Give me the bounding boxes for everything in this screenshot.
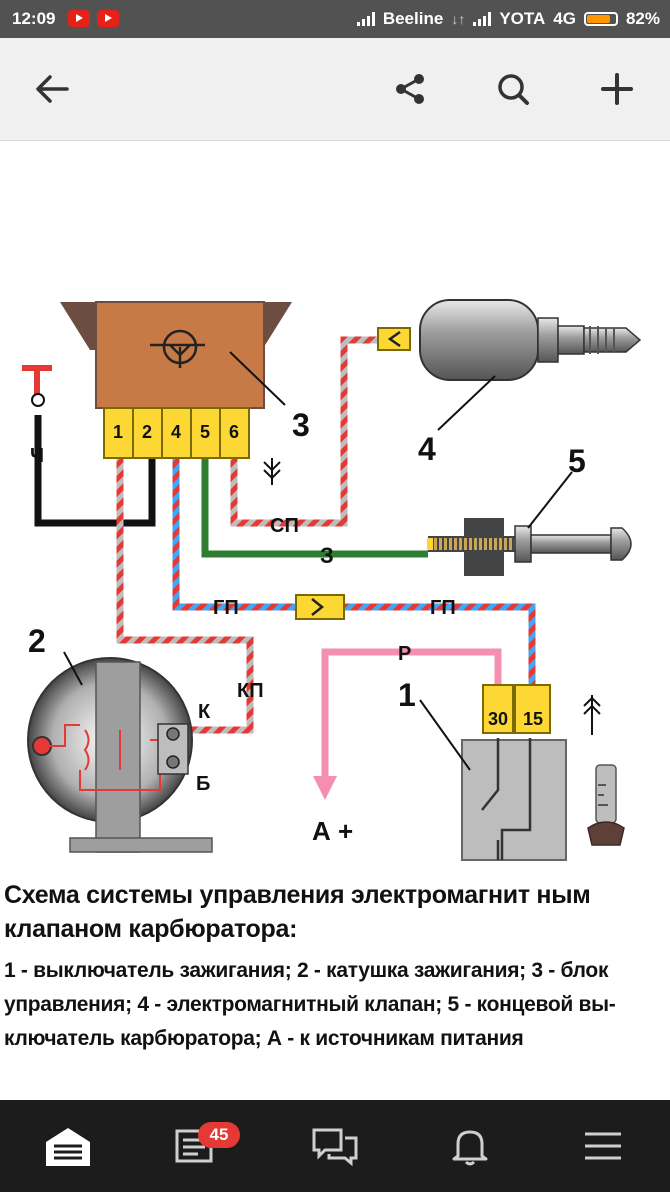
wire-r <box>321 648 502 780</box>
caption-body: 1 - выключатель зажигания; 2 - катушка з… <box>4 954 664 1056</box>
battery-level <box>586 15 610 23</box>
pin-6-label: 6 <box>229 422 239 442</box>
caption-body-line-1: 1 - выключатель зажигания; 2 - катушка з… <box>4 959 609 982</box>
status-bar: 12:09 Beeline ↓↑ YOTA 4G 82% <box>0 0 670 38</box>
leader-4 <box>437 375 496 431</box>
leader-1 <box>419 699 471 771</box>
transistor-symbol <box>150 329 205 368</box>
app-bar <box>0 38 670 141</box>
plus-symbol <box>583 695 601 735</box>
pin-1-label: 1 <box>113 422 123 442</box>
label-4: 4 <box>418 431 436 467</box>
leader-5 <box>527 471 573 529</box>
nav-garage[interactable] <box>38 1118 98 1174</box>
caption-title: Схема системы управления электромагнит н… <box>4 878 664 946</box>
caption-body-line-2: управления; 4 - электромагнитный клапан;… <box>4 993 616 1016</box>
label-2: 2 <box>28 623 46 659</box>
leader-2 <box>63 651 83 686</box>
nav-notifications[interactable] <box>440 1118 500 1174</box>
back-button[interactable] <box>27 64 77 114</box>
wire-label-kp: КП <box>237 680 264 702</box>
carrier-2: YOTA <box>499 9 546 28</box>
wire-label-gp-1: ГП <box>213 597 239 619</box>
arrow-left-icon <box>36 75 69 103</box>
label-5: 5 <box>568 443 586 479</box>
wire-sp <box>230 336 385 527</box>
coil-terminal-k: К <box>198 701 211 723</box>
post-image: 1 2 4 5 6 <box>0 140 670 1100</box>
menu-icon <box>585 1132 621 1160</box>
wire-kp <box>116 440 254 734</box>
battery-icon <box>583 12 618 26</box>
wire-label-z: З <box>320 543 334 568</box>
arrow-a <box>313 776 337 800</box>
messages-icon <box>312 1128 358 1166</box>
key-icon <box>587 764 625 846</box>
signal-icon <box>473 12 492 26</box>
youtube-notification-icon <box>68 10 90 27</box>
switch-pin-15: 15 <box>523 709 543 729</box>
notifications-badge: 45 <box>198 1122 240 1148</box>
label-a-plus: А + <box>312 816 353 846</box>
caption-title-line-1: Схема системы управления электромагнит н… <box>4 881 591 909</box>
nav-menu[interactable] <box>573 1118 633 1174</box>
share-button[interactable] <box>385 64 435 114</box>
wire-z <box>201 440 428 558</box>
status-indicators: Beeline ↓↑ YOTA 4G 82% <box>356 9 660 29</box>
terminal-ring <box>31 393 45 407</box>
wire-label-ch: Ч <box>30 445 44 467</box>
ignition-switch <box>461 684 567 861</box>
youtube-notification-icon <box>97 10 119 27</box>
bell-icon <box>452 1130 488 1166</box>
network-type: 4G <box>553 9 576 28</box>
switch-pin-30: 30 <box>488 709 508 729</box>
caption-title-line-2: клапаном карбюратора: <box>4 915 298 943</box>
add-button[interactable] <box>592 64 642 114</box>
caption-body-line-3: ключатель карбюратора; А - к источникам … <box>4 1027 524 1050</box>
status-time: 12:09 <box>12 9 56 28</box>
wire-gp <box>172 440 536 685</box>
label-1: 1 <box>398 677 416 713</box>
wire-label-sp: СП <box>270 515 299 537</box>
plus-icon <box>601 73 633 105</box>
wire-label-gp-2: ГП <box>430 597 456 619</box>
pin-5-label: 5 <box>200 422 210 442</box>
data-transfer-icon: ↓↑ <box>451 11 466 27</box>
label-3: 3 <box>292 407 310 443</box>
carrier-1: Beeline <box>382 9 444 28</box>
connector-arrow <box>311 598 325 616</box>
wire-label-r: Р <box>398 643 411 665</box>
pin-4-label: 4 <box>171 422 181 442</box>
block-pins <box>103 407 250 459</box>
nav-messages[interactable] <box>305 1118 365 1174</box>
pin-2-label: 2 <box>142 422 152 442</box>
garage-icon <box>46 1128 90 1166</box>
signal-icon <box>356 12 375 26</box>
share-icon <box>396 74 424 104</box>
solenoid-valve <box>377 299 642 381</box>
ground-symbol <box>263 458 281 485</box>
battery-percent: 82% <box>625 9 660 28</box>
bottom-navigation: 45 <box>0 1100 670 1192</box>
ignition-coil <box>27 657 213 853</box>
coil-terminal-b: Б <box>196 773 210 795</box>
terminal-t <box>22 365 52 395</box>
wiring-diagram: 1 2 4 5 6 <box>22 299 642 861</box>
limit-switch <box>427 518 632 576</box>
leader-3 <box>229 351 286 406</box>
search-button[interactable] <box>488 64 538 114</box>
search-icon <box>498 74 529 105</box>
wire-ch <box>34 415 156 527</box>
